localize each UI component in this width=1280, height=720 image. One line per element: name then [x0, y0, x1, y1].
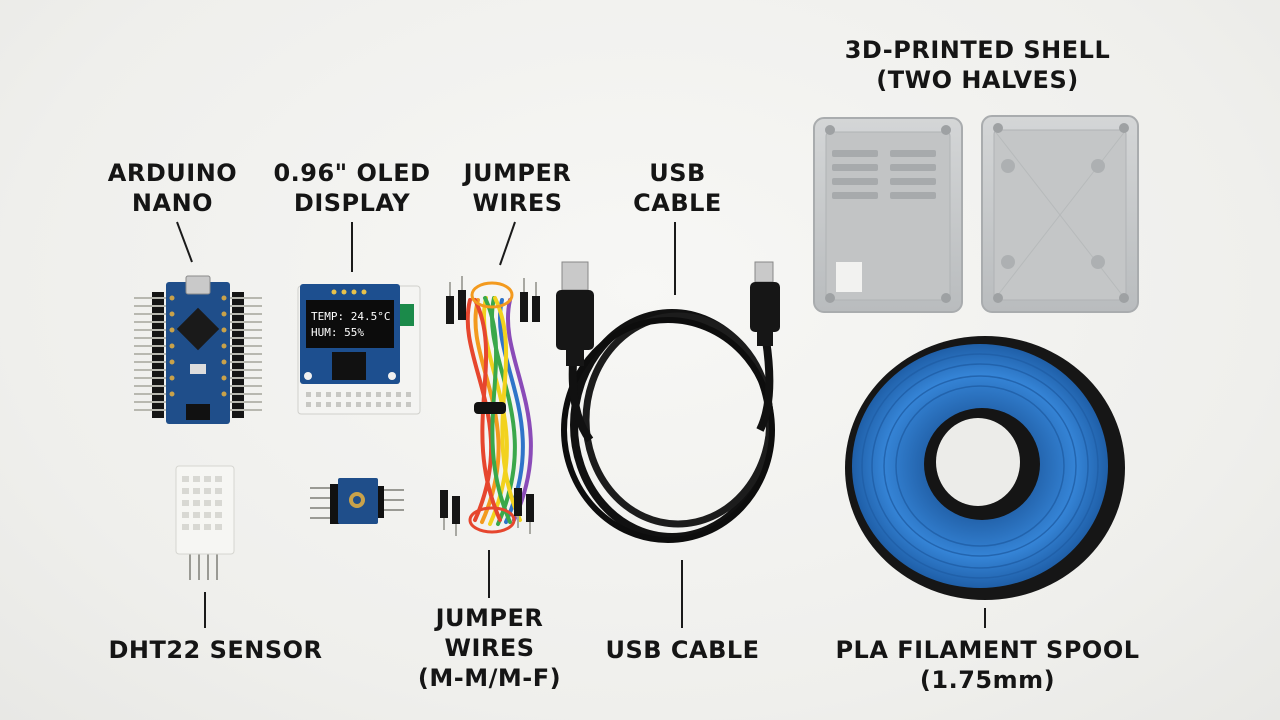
dht22-sensor: [175, 465, 235, 580]
arduino-nano: [134, 275, 262, 424]
label-pla-filament-spool: PLA FILAMENT SPOOL(1.75mm): [835, 636, 1140, 694]
label-dht22-sensor: DHT22 SENSOR: [108, 636, 323, 664]
oled-display: TEMP: 24.5°C HUM: 55%: [297, 284, 421, 415]
label-usb-cable-bottom: USB CABLE: [605, 636, 760, 664]
sensor-module: [310, 478, 404, 524]
oled-line-2: HUM: 55%: [311, 326, 364, 339]
oled-line-1: TEMP: 24.5°C: [311, 310, 390, 323]
shell-half-left: [813, 117, 963, 313]
label-3d-printed-shell: 3D-PRINTED SHELL(TWO HALVES): [844, 36, 1111, 94]
jumper-wires: [465, 281, 533, 534]
shell-half-right: [981, 115, 1139, 313]
usb-cable: [556, 261, 780, 543]
leader-lines: [176, 221, 986, 628]
jumper-connectors: [440, 290, 540, 524]
pla-filament-spool: [845, 336, 1125, 600]
